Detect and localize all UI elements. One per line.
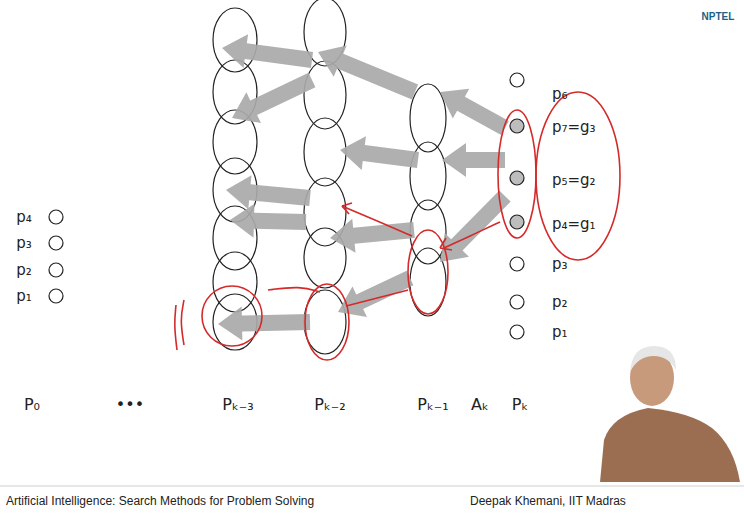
set-ellipse bbox=[213, 252, 257, 312]
layer-label: Pₖ₋₃ bbox=[222, 395, 253, 414]
fat-arrow bbox=[230, 204, 306, 238]
prop-circle bbox=[510, 257, 524, 271]
fat-arrow bbox=[222, 34, 313, 68]
set-ring bbox=[305, 284, 349, 360]
label-holder: ••• bbox=[116, 396, 144, 414]
prop-label: p₆ bbox=[552, 85, 568, 103]
label-holder: p₇=g₃ bbox=[552, 118, 596, 136]
fat-arrow bbox=[318, 45, 418, 99]
label-ring bbox=[536, 92, 620, 260]
red-stroke bbox=[342, 206, 412, 236]
set-ring bbox=[202, 286, 262, 346]
label-holder: NPTEL bbox=[702, 6, 735, 24]
fat-arrow bbox=[330, 219, 415, 253]
layer-label: Pₖ₋₂ bbox=[314, 395, 345, 414]
prop-circle bbox=[49, 289, 63, 303]
prop-label: p₃ bbox=[552, 255, 568, 273]
prop-label: p₄ bbox=[16, 208, 32, 226]
label-holder: p₃ bbox=[16, 234, 32, 252]
label-holder: p₃ bbox=[552, 255, 568, 273]
goal-label: p₅=g₂ bbox=[552, 171, 596, 189]
red-stroke bbox=[444, 222, 500, 248]
red-stroke bbox=[175, 305, 177, 350]
label-holder: p₅=g₂ bbox=[552, 171, 596, 189]
fat-arrow bbox=[440, 89, 509, 135]
red-stroke bbox=[181, 300, 184, 345]
prop-label: p₁ bbox=[552, 323, 568, 341]
fat-arrow bbox=[442, 143, 505, 177]
label-holder: p₁ bbox=[16, 287, 32, 305]
fat-arrow bbox=[338, 271, 413, 317]
label-holder: p₄=g₁ bbox=[552, 215, 596, 233]
red-stroke bbox=[268, 288, 320, 292]
presenter bbox=[600, 346, 740, 482]
prop-circle bbox=[510, 325, 524, 339]
fat-arrow bbox=[232, 73, 315, 123]
label-holder: Artificial Intelligence: Search Methods … bbox=[6, 491, 314, 509]
goal-label: p₄=g₁ bbox=[552, 215, 596, 233]
set-ellipse bbox=[304, 61, 346, 129]
label-holder: p₄ bbox=[16, 208, 32, 226]
set-ellipse bbox=[213, 8, 257, 72]
logo-text: NPTEL bbox=[702, 11, 735, 22]
fat-arrow bbox=[340, 136, 419, 170]
layer-label: Pₖ₋₁ bbox=[417, 395, 448, 414]
label-holder: Pₖ₋₂ bbox=[314, 396, 345, 414]
set-ellipse bbox=[304, 290, 346, 354]
label-holder: Aₖ bbox=[471, 396, 489, 414]
footer-rule bbox=[0, 486, 744, 487]
label-holder: Deepak Khemani, IIT Madras bbox=[470, 491, 626, 509]
label-holder: p₂ bbox=[552, 293, 568, 311]
red-stroke bbox=[342, 206, 349, 214]
layer-label: P₀ bbox=[24, 395, 40, 414]
prop-circle bbox=[49, 236, 63, 250]
label-holder: Pₖ₋₃ bbox=[222, 396, 253, 414]
set-ellipse bbox=[304, 118, 346, 186]
red-stroke bbox=[440, 248, 452, 250]
fat-arrow bbox=[226, 175, 311, 209]
label-holder: Pₖ₋₁ bbox=[417, 396, 448, 414]
prop-circle bbox=[49, 210, 63, 224]
shirt bbox=[600, 408, 740, 482]
red-annotations bbox=[175, 92, 620, 360]
footer-title: Artificial Intelligence: Search Methods … bbox=[6, 494, 314, 508]
set-ring bbox=[408, 230, 448, 314]
prop-circle bbox=[510, 119, 524, 133]
prop-circle bbox=[510, 215, 524, 229]
goal-ring bbox=[498, 110, 536, 238]
set-ellipse bbox=[410, 200, 446, 264]
label-holder: p₆ bbox=[552, 85, 568, 103]
hair bbox=[630, 346, 676, 372]
red-stroke bbox=[346, 290, 408, 306]
prop-label: p₁ bbox=[16, 287, 32, 305]
prop-circle bbox=[510, 171, 524, 185]
prop-circle bbox=[49, 263, 63, 277]
prop-circle bbox=[510, 295, 524, 309]
layer-label: Pₖ bbox=[512, 395, 528, 414]
action-arrows bbox=[218, 34, 511, 340]
red-stroke bbox=[342, 203, 352, 206]
red-stroke bbox=[440, 238, 446, 248]
prop-label: p₂ bbox=[552, 293, 568, 311]
label-holder: p₁ bbox=[552, 323, 568, 341]
proposition-sets bbox=[213, 0, 446, 354]
footer-author: Deepak Khemani, IIT Madras bbox=[470, 494, 626, 508]
ellipsis: ••• bbox=[116, 395, 144, 414]
prop-label: p₃ bbox=[16, 234, 32, 252]
prop-circle bbox=[510, 73, 524, 87]
label-holder: P₀ bbox=[24, 396, 40, 414]
prop-label: p₂ bbox=[16, 261, 32, 279]
label-holder: Pₖ bbox=[512, 396, 528, 414]
initial-props bbox=[49, 210, 63, 303]
label-holder: p₂ bbox=[16, 261, 32, 279]
action-layer-label: Aₖ bbox=[471, 395, 489, 414]
goal-label: p₇=g₃ bbox=[552, 118, 596, 136]
fat-arrow bbox=[218, 306, 310, 340]
